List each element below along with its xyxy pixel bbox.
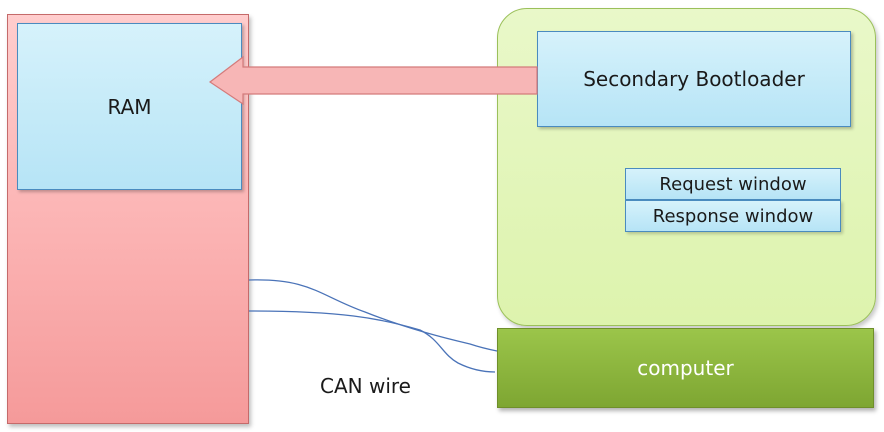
request-window-label: Request window <box>659 173 807 195</box>
can-wire-lower <box>248 310 496 373</box>
computer-label: computer <box>637 356 734 380</box>
secondary-bootloader-box: Secondary Bootloader <box>537 31 851 127</box>
response-window-box: Response window <box>625 200 841 232</box>
transfer-arrow <box>208 55 538 106</box>
can-wire-upper <box>248 279 498 352</box>
request-window-box: Request window <box>625 168 841 200</box>
response-window-label: Response window <box>652 205 814 227</box>
secondary-bootloader-label: Secondary Bootloader <box>583 67 805 91</box>
ram-box: RAM <box>17 23 242 190</box>
ram-label: RAM <box>107 94 152 119</box>
computer-box: computer <box>497 328 874 408</box>
can-wire-label: CAN wire <box>320 374 411 398</box>
